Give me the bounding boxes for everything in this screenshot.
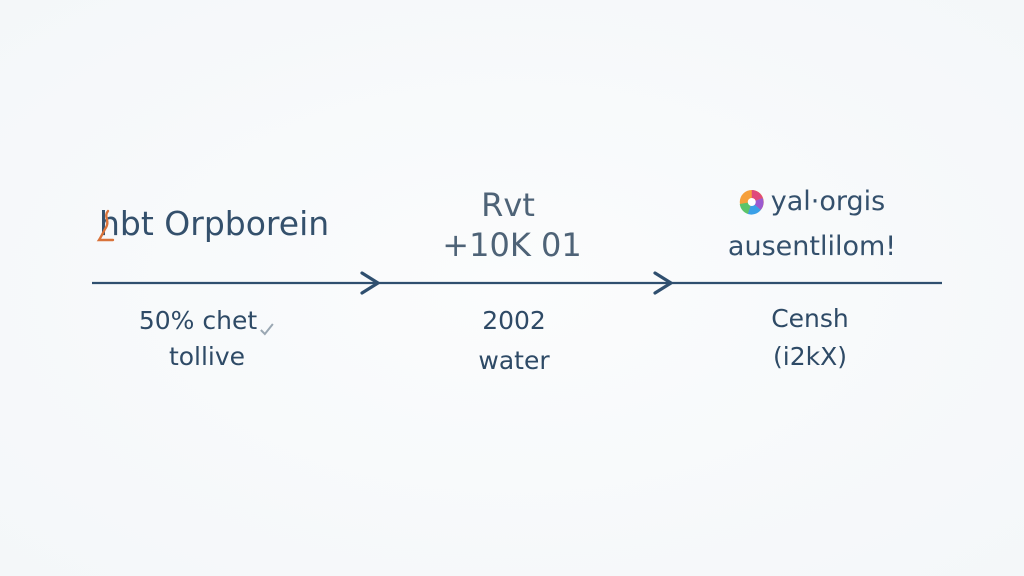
stage-2-title-line1: Rvt <box>481 186 535 224</box>
stage-3-title-line2: ausentlilom! <box>727 231 897 262</box>
stage-1-detail-line2: tollive <box>168 342 246 371</box>
stage-3-detail-line1: Censh <box>771 304 849 333</box>
stage-1-detail-line1: 50% chet <box>139 306 275 336</box>
stage-1-title: hbt Orpborein <box>91 204 329 243</box>
stage-3-detail-line2: (i2kX) <box>773 342 847 371</box>
stage-2-title-line2: +10K 01 <box>442 226 582 264</box>
check-icon <box>259 314 275 336</box>
arrow-right-icon <box>653 271 673 295</box>
stage-2-detail-line2: water <box>478 346 550 375</box>
color-wheel-icon <box>739 189 765 215</box>
stage-2-detail-line1: 2002 <box>482 306 546 335</box>
orange-mark-icon <box>95 209 115 241</box>
stage-3-title-line1: yal·orgis <box>739 186 885 217</box>
arrow-right-icon <box>360 271 380 295</box>
